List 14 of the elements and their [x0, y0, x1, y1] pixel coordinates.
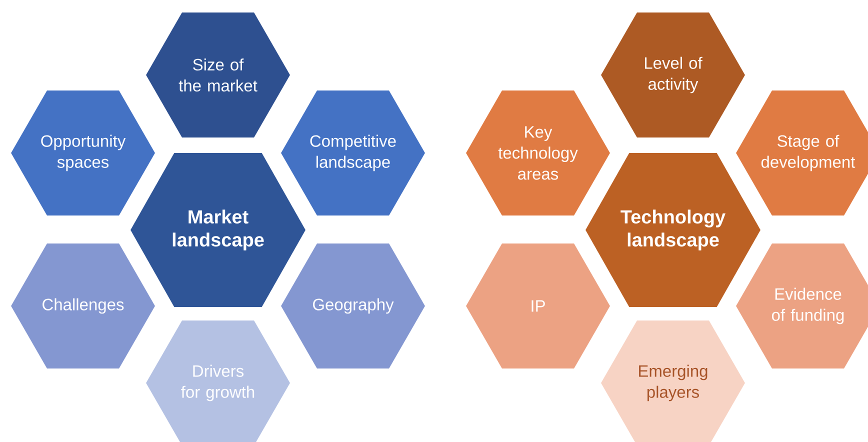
center-hexagon: Technology landscape [586, 153, 760, 307]
hexagon: Key technology areas [466, 90, 610, 216]
hexagon: Challenges [11, 244, 155, 368]
hexagon: Competitive landscape [281, 90, 425, 216]
hexagon: IP [466, 244, 610, 368]
hexagon: Emerging players [601, 320, 745, 442]
hexagon: Size of the market [146, 12, 290, 138]
hexagon: Stage of development [736, 90, 868, 216]
hexagon: Level of activity [601, 12, 745, 138]
hexagon: Drivers for growth [146, 320, 290, 442]
hexagon: Opportunity spaces [11, 90, 155, 216]
hexagon: Evidence of funding [736, 244, 868, 368]
hexagon: Geography [281, 244, 425, 368]
center-hexagon: Market landscape [130, 153, 306, 307]
